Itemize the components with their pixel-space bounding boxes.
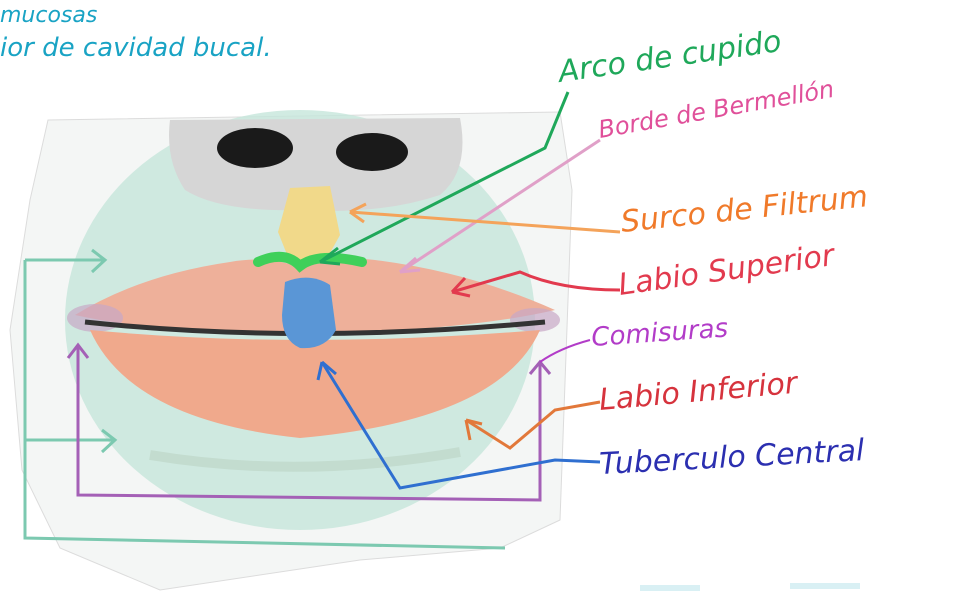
label-labio-inferior: Labio Inferior: [598, 366, 801, 418]
cupid-bow-highlight: [253, 251, 367, 273]
nostril-left: [217, 128, 293, 168]
nostril-right: [336, 133, 408, 171]
pointer-arrows: [316, 91, 621, 490]
label-arco-de-cupido: Arco de cupido: [554, 24, 783, 90]
central-tubercle-highlight: [282, 277, 336, 349]
label-tuberculo-central: Tuberculo Central: [599, 433, 866, 482]
label-labio-superior: Labio Superior: [616, 238, 838, 303]
label-comisuras: Comisuras: [590, 314, 729, 353]
bracket-lines: [23, 248, 591, 550]
label-surco-de-filtrum: Surco de Filtrum: [619, 179, 869, 240]
label-borde-de-bermellon: Borde de Bermellón: [596, 75, 836, 144]
lip-photo: [9, 110, 573, 591]
header-line1: mucosas: [0, 3, 97, 28]
ink-smudges: [640, 583, 860, 591]
header-line2: ior de cavidad bucal.: [0, 33, 272, 63]
